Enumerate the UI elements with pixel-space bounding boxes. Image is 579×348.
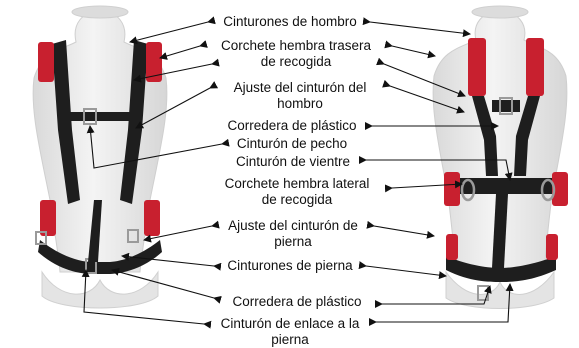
label-cinturones-hombro: Cinturones de hombro (210, 14, 370, 30)
back-view-figure (432, 5, 568, 309)
label-line: Cinturones de hombro (223, 14, 357, 29)
label-line: de recogida (260, 54, 332, 69)
back-red-leg-right (546, 234, 558, 260)
back-red-hip-right (552, 172, 568, 206)
label-line: Corredera de plástico (232, 294, 362, 309)
front-sub-strap (88, 200, 102, 262)
arrow-ajuste-hombro-left (135, 81, 219, 129)
front-chest-buckle (83, 108, 97, 125)
label-line: hombro (277, 96, 323, 111)
label-cinturones-pierna: Cinturones de pierna (214, 258, 366, 274)
leader-lines (81, 16, 514, 329)
front-shoulder-strap-left (52, 40, 80, 204)
back-red-pad-right (526, 38, 544, 96)
label-line: de recogida (261, 192, 333, 207)
label-ajuste-hombro: Ajuste del cinturón del hombro (210, 80, 390, 112)
back-dorsal-dring (499, 97, 513, 115)
front-view-figure (32, 5, 168, 309)
arrow-vientre (359, 156, 513, 181)
back-leg-strap (446, 256, 556, 282)
arrow-hombro-left (129, 16, 216, 45)
arrow-hombro-right (362, 17, 471, 38)
label-line: pierna (271, 332, 309, 347)
label-corchete-lateral: Corchete hembra lateral de recogida (202, 176, 392, 208)
arrow-pierna-left (121, 252, 222, 271)
back-strap-right (514, 96, 540, 176)
label-ajuste-pierna: Ajuste del cinturón de pierna (212, 218, 374, 250)
label-line: Cinturón de vientre (235, 154, 351, 169)
back-red-leg-left (446, 234, 458, 260)
front-red-side-left (40, 200, 56, 236)
label-line: Corchete hembra trasera (220, 38, 372, 53)
front-leg-buckle-right (127, 229, 139, 243)
label-corredera-1: Corredera de plástico (212, 118, 372, 134)
back-red-pad-left (468, 38, 486, 96)
arrow-pierna-ajuste-left (143, 220, 220, 243)
front-red-side-right (144, 200, 160, 236)
label-line: Corchete hembra lateral (224, 176, 370, 191)
arrow-pecho (86, 125, 230, 169)
back-side-dring-right (540, 178, 556, 202)
arrow-lateral (384, 180, 463, 193)
front-chest-strap (66, 112, 134, 121)
label-line: Ajuste del cinturón del (233, 80, 367, 95)
front-red-pad-left (38, 42, 54, 82)
front-leg-buckle-left (35, 231, 47, 245)
arrow-trasera-right (384, 40, 436, 59)
label-line: Cinturón de pecho (236, 136, 348, 151)
back-waist-belt (452, 178, 562, 194)
label-cinturon-pecho: Cinturón de pecho (222, 136, 362, 152)
label-line: Ajuste del cinturón de (228, 218, 358, 233)
label-line: Corredera de plástico (227, 118, 357, 133)
back-dorsal-plate (492, 100, 520, 112)
label-line: pierna (274, 234, 312, 249)
arrow-ajuste-hombro-right (382, 79, 465, 114)
back-red-hip-left (444, 172, 460, 206)
label-cinturon-vientre: Cinturón de vientre (220, 154, 366, 170)
arrow-pierna-ajuste-right (366, 220, 435, 239)
back-sub-strap (492, 194, 508, 268)
label-enlace-pierna: Cinturón de enlace a la pierna (204, 316, 376, 348)
arrow-pierna-right (358, 261, 447, 280)
arrow-recogida-left (133, 58, 220, 83)
label-line: Cinturones de pierna (227, 258, 353, 273)
label-corchete-trasera: Corchete hembra trasera de recogida (200, 38, 392, 70)
label-corredera-2: Corredera de plástico (214, 294, 380, 310)
arrow-enlace (81, 269, 212, 329)
arrow-enlace-right (369, 283, 514, 326)
label-line: Cinturón de enlace a la (220, 316, 360, 331)
arrow-trasera-left (159, 40, 208, 60)
